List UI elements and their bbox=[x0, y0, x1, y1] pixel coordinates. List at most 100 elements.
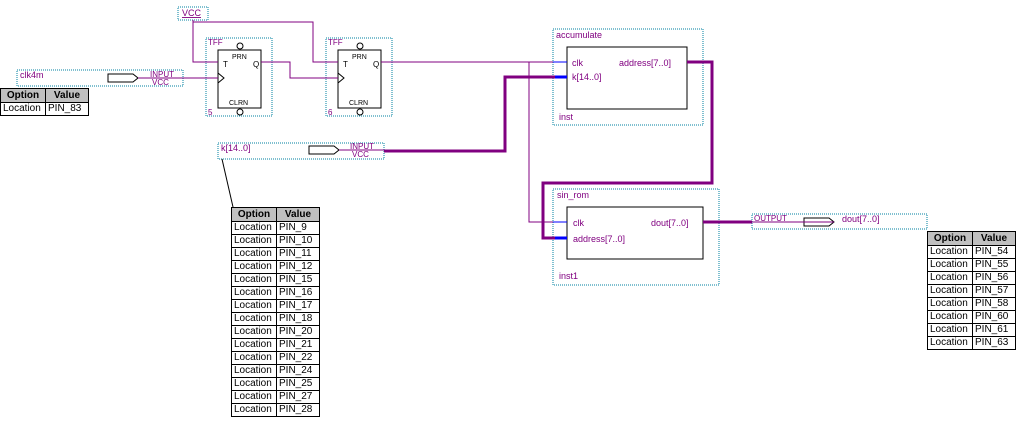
k-pin-arrow bbox=[308, 145, 340, 155]
option-cell: Location bbox=[231, 260, 277, 274]
value-cell: PIN_28 bbox=[276, 403, 320, 417]
tff2-q: Q bbox=[373, 60, 379, 69]
option-cell: Location bbox=[231, 351, 277, 365]
option-cell: Location bbox=[927, 271, 973, 285]
value-cell: PIN_9 bbox=[276, 221, 320, 235]
value-cell: PIN_16 bbox=[276, 286, 320, 300]
bus-address-to-sinrom bbox=[541, 60, 714, 240]
option-cell: Location bbox=[231, 273, 277, 287]
value-cell: PIN_61 bbox=[972, 323, 1016, 337]
option-cell: Location bbox=[231, 221, 277, 235]
option-cell: Location bbox=[231, 403, 277, 417]
accumulate-in-clk: clk bbox=[572, 58, 583, 68]
option-cell: Location bbox=[927, 284, 973, 298]
accumulate-out-address: address[7..0] bbox=[619, 58, 671, 68]
accumulate-block[interactable]: accumulate clk k[14..0] address[7..0] in… bbox=[552, 28, 704, 126]
table-header-option: Option bbox=[0, 88, 46, 103]
k-pin-type: INPUT bbox=[350, 142, 374, 151]
option-cell: Location bbox=[231, 325, 277, 339]
dout-pin-type: OUTPUT bbox=[754, 214, 787, 223]
value-cell: PIN_60 bbox=[972, 310, 1016, 324]
tff2-prn: PRN bbox=[352, 54, 367, 61]
option-cell: Location bbox=[231, 364, 277, 378]
tff1-prn: PRN bbox=[232, 54, 247, 61]
value-cell: PIN_56 bbox=[972, 271, 1016, 285]
value-cell: PIN_17 bbox=[276, 299, 320, 313]
option-cell: Location bbox=[231, 234, 277, 248]
value-cell: PIN_83 bbox=[45, 102, 89, 116]
option-cell: Location bbox=[231, 390, 277, 404]
table-header-value: Value bbox=[276, 207, 320, 222]
vcc-symbol[interactable]: VCC bbox=[177, 6, 209, 21]
accumulate-in-k: k[14..0] bbox=[572, 72, 602, 82]
option-cell: Location bbox=[927, 310, 973, 324]
tff1-t: T bbox=[223, 60, 228, 69]
option-cell: Location bbox=[927, 336, 973, 350]
option-cell: Location bbox=[231, 338, 277, 352]
value-cell: PIN_21 bbox=[276, 338, 320, 352]
value-cell: PIN_11 bbox=[276, 247, 320, 261]
value-cell: PIN_63 bbox=[972, 336, 1016, 350]
tff2-t: T bbox=[343, 60, 348, 69]
sin-rom-out-dout: dout[7..0] bbox=[651, 218, 689, 228]
k-pin-default: VCC bbox=[352, 150, 369, 159]
table-header-value: Value bbox=[972, 231, 1016, 246]
tff1-inst: 5 bbox=[208, 108, 213, 117]
table-header-value: Value bbox=[45, 88, 89, 103]
tff2-title: TFF bbox=[328, 38, 343, 47]
tff2-inst: 6 bbox=[328, 108, 333, 117]
tff1-clrn: CLRN bbox=[229, 100, 248, 107]
tff-block-1[interactable]: TFF PRN CLRN T Q 5 bbox=[205, 37, 273, 117]
k-table-leader bbox=[221, 158, 234, 208]
value-cell: PIN_10 bbox=[276, 234, 320, 248]
value-cell: PIN_27 bbox=[276, 390, 320, 404]
sin-rom-name: sin_rom bbox=[557, 190, 589, 200]
k-pin-name: k[14..0] bbox=[221, 143, 251, 153]
clk4m-input-pin[interactable]: clk4m INPUT VCC bbox=[16, 69, 184, 87]
value-cell: PIN_18 bbox=[276, 312, 320, 326]
tff1-title: TFF bbox=[208, 38, 223, 47]
tff-block-2[interactable]: TFF PRN CLRN T Q 6 bbox=[325, 37, 393, 117]
wire-vcc-tff2 bbox=[193, 21, 338, 63]
sin-rom-in-clk: clk bbox=[573, 218, 584, 228]
value-cell: PIN_55 bbox=[972, 258, 1016, 272]
tff2-clrn: CLRN bbox=[349, 100, 368, 107]
value-cell: PIN_20 bbox=[276, 325, 320, 339]
value-cell: PIN_57 bbox=[972, 284, 1016, 298]
sin-rom-block[interactable]: sin_rom clk address[7..0] dout[7..0] ins… bbox=[552, 188, 720, 286]
value-cell: PIN_58 bbox=[972, 297, 1016, 311]
table-header-option: Option bbox=[927, 231, 973, 246]
clk4m-pin-name: clk4m bbox=[20, 70, 44, 80]
sin-rom-in-address: address[7..0] bbox=[573, 234, 625, 244]
clk4m-pin-arrow bbox=[107, 73, 139, 83]
option-cell: Location bbox=[231, 312, 277, 326]
value-cell: PIN_22 bbox=[276, 351, 320, 365]
buses bbox=[339, 60, 834, 240]
option-cell: Location bbox=[231, 377, 277, 391]
option-cell: Location bbox=[231, 247, 277, 261]
value-cell: PIN_54 bbox=[972, 245, 1016, 259]
clk4m-pin-default: VCC bbox=[152, 78, 169, 87]
value-cell: PIN_25 bbox=[276, 377, 320, 391]
tff1-q: Q bbox=[253, 60, 259, 69]
wire-tff1q-tff2 bbox=[261, 61, 338, 79]
dout-pin-name: dout[7..0] bbox=[842, 214, 880, 224]
